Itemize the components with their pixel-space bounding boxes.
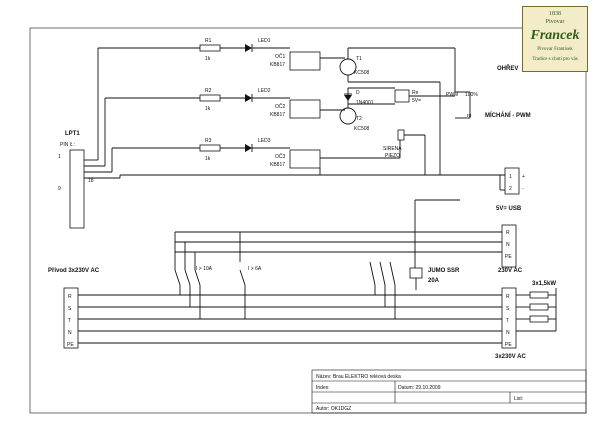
label-oc3: OČ3	[275, 153, 286, 160]
label-pin: PIN č.:	[60, 142, 75, 148]
label-top-n: N	[506, 242, 510, 248]
optocoupler-oc1	[289, 51, 321, 71]
label-led1: LED1	[258, 38, 271, 44]
label-ssr-current: 20A	[428, 278, 440, 284]
ssr-relay	[409, 267, 423, 279]
logo-year: 1838	[549, 11, 561, 17]
label-usb-pin1: 1	[509, 174, 512, 180]
label-r2: R2	[205, 88, 212, 94]
label-r2-value: 1k	[205, 106, 211, 112]
label-in-s: S	[68, 306, 72, 312]
led2-symbol	[245, 94, 252, 102]
label-minus: -	[522, 186, 524, 192]
label-piezo: PIEZO	[385, 153, 400, 159]
label-kc1: KC508	[354, 70, 370, 76]
label-t1: T1	[356, 56, 362, 62]
label-usb-pin2: 2	[509, 186, 512, 192]
label-d-type: 1N4001	[356, 100, 374, 106]
label-pin1: 1	[58, 154, 61, 160]
label-in-pe: PE	[67, 342, 74, 348]
label-r1: R1	[205, 38, 212, 44]
logo-brand: Francek	[530, 28, 580, 43]
label-sirena: SIRENA	[383, 146, 402, 152]
label-pwm: PWM	[446, 92, 458, 98]
lpt1-connector	[69, 149, 85, 229]
label-pin18: 18	[88, 178, 94, 184]
label-out-n: N	[506, 330, 510, 336]
label-r3: R3	[205, 138, 212, 144]
sheet-border	[29, 27, 587, 414]
label-out-t: T	[506, 318, 509, 324]
label-pin9: 9	[58, 186, 61, 192]
label-led2: LED2	[258, 88, 271, 94]
label-lpt1: LPT1	[65, 131, 80, 137]
label-kb1: KB817	[270, 62, 285, 68]
brewery-logo: 1838 Pivovar Francek Pivovar Frantisek T…	[522, 6, 588, 72]
titleblock-name: Název: Brau ELEKTRO reléová deska	[316, 374, 401, 380]
label-3x230v-ac: 3x230V AC	[495, 354, 526, 360]
logo-tagline: Tradice s chutí pro vás	[532, 57, 578, 62]
heater-2	[529, 303, 549, 311]
diode-d	[344, 95, 352, 101]
resistor-r2	[199, 94, 221, 102]
label-kb3: KB817	[270, 162, 285, 168]
label-led3: LED3	[258, 138, 271, 144]
led1-symbol	[245, 44, 252, 52]
titleblock-index: Index:	[316, 385, 330, 391]
resistor-r3	[199, 144, 221, 152]
label-d: D	[356, 90, 360, 96]
piezo-siren	[397, 129, 405, 141]
label-top-r: R	[506, 230, 510, 236]
heater-3	[529, 315, 549, 323]
logo-brand-small: Pivovar	[545, 19, 565, 25]
optocoupler-oc3	[289, 149, 321, 169]
label-ssr: JUMO SSR	[428, 268, 460, 274]
optocoupler-oc2	[289, 99, 321, 119]
label-out-s: S	[506, 306, 510, 312]
label-usb: 5V= USB	[496, 206, 522, 212]
label-breaker-10a: I > 10A	[196, 266, 213, 272]
label-r3-value: 1k	[205, 156, 211, 162]
output-connector-230v	[501, 224, 517, 268]
logo-subtitle: Pivovar Frantisek	[537, 47, 573, 52]
label-ro: ro	[467, 113, 472, 119]
label-out-r: R	[506, 294, 510, 300]
label-re-voltage: 5V=	[412, 98, 421, 104]
resistor-r1	[199, 44, 221, 52]
titleblock-author: Autor: OK1DGZ	[316, 406, 351, 412]
titleblock-date: Datum: 29.10.2009	[398, 385, 441, 391]
output-connector-3x230v	[501, 287, 517, 349]
label-heaters: 3x1,5kW	[532, 281, 556, 287]
label-oc2: OČ2	[275, 103, 286, 110]
label-out-pe: PE	[505, 342, 512, 348]
label-plus: +	[522, 174, 525, 180]
label-r1-value: 1k	[205, 56, 211, 62]
label-230v-ac: 230V AC	[498, 268, 523, 274]
label-michani: MÍCHÁNÍ - PWM	[485, 111, 531, 119]
label-top-pe: PE	[505, 254, 512, 260]
usb-connector	[504, 167, 520, 195]
label-breaker-6a: I > 6A	[248, 266, 262, 272]
label-privod: Přívod 3x230V AC	[48, 268, 100, 274]
led3-symbol	[245, 144, 252, 152]
label-in-r: R	[68, 294, 72, 300]
label-t2: T2	[356, 116, 362, 122]
transistor-t2	[339, 107, 357, 125]
label-ohrev: OHŘEV	[497, 64, 518, 72]
label-re: Re	[412, 90, 419, 96]
label-oc1: OČ1	[275, 53, 286, 60]
heater-1	[529, 291, 549, 299]
input-connector	[63, 287, 79, 349]
label-in-t: T	[68, 318, 71, 324]
titleblock-sheet: List:	[514, 396, 523, 402]
label-kb2: KB817	[270, 112, 285, 118]
label-kc2: KC508	[354, 126, 370, 132]
relay-coil-re	[394, 89, 410, 103]
label-100pct: 100%	[465, 92, 478, 98]
title-block	[311, 369, 587, 414]
label-in-n: N	[68, 330, 72, 336]
